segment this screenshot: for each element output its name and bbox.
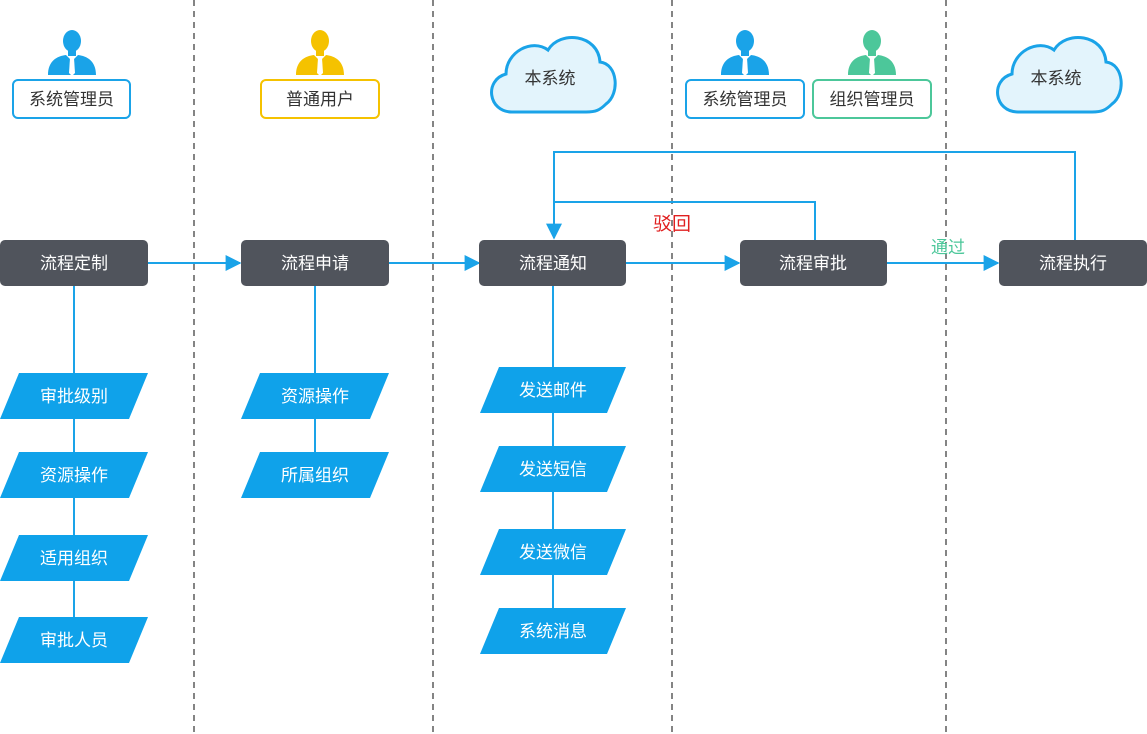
role-label: 普通用户 <box>286 90 354 110</box>
cloud-icon <box>490 36 617 114</box>
item-label: 审批级别 <box>40 387 108 407</box>
role-label-box <box>812 79 932 119</box>
process-define: 流程定制 <box>0 240 148 286</box>
execute-loop-line <box>546 151 1076 240</box>
define-item-approvers: 审批人员 <box>0 617 148 663</box>
cloud-system-2: 本系统 <box>996 36 1123 114</box>
item-label: 资源操作 <box>40 466 108 486</box>
role-label-box <box>685 79 805 119</box>
reject-loop-line <box>554 201 816 240</box>
process-apply: 流程申请 <box>241 240 389 286</box>
role-label: 组织管理员 <box>830 90 915 110</box>
item-label: 发送短信 <box>519 460 587 480</box>
role-sys-admin-1: 系统管理员 <box>12 30 131 119</box>
notify-item-email: 发送邮件 <box>480 367 626 413</box>
role-sys-admin-2: 系统管理员 <box>685 30 805 119</box>
process-notify: 流程通知 <box>479 240 626 286</box>
process-label: 流程执行 <box>1039 254 1107 274</box>
role-label: 系统管理员 <box>29 90 114 110</box>
item-label: 审批人员 <box>40 631 108 651</box>
define-item-approval-level: 审批级别 <box>0 373 148 419</box>
role-normal-user: 普通用户 <box>260 30 380 119</box>
define-item-resource-operation: 资源操作 <box>0 452 148 498</box>
role-label-box <box>260 79 380 119</box>
item-label: 所属组织 <box>281 466 349 486</box>
person-icon <box>48 30 96 76</box>
cloud-system-1: 本系统 <box>490 36 617 114</box>
apply-item-resource-operation: 资源操作 <box>241 373 389 419</box>
cloud-label: 本系统 <box>525 69 576 89</box>
notify-item-system-message: 系统消息 <box>480 608 626 654</box>
role-label-box <box>12 79 131 119</box>
role-label: 系统管理员 <box>703 90 788 110</box>
process-label: 流程审批 <box>779 254 847 274</box>
define-item-applicable-org: 适用组织 <box>0 535 148 581</box>
process-approve: 流程审批 <box>740 240 887 286</box>
apply-item-owner-org: 所属组织 <box>241 452 389 498</box>
process-label: 流程通知 <box>519 254 587 274</box>
process-label: 流程定制 <box>40 254 108 274</box>
process-label: 流程申请 <box>281 254 349 274</box>
process-execute: 流程执行 <box>999 240 1147 286</box>
person-icon <box>721 30 769 76</box>
cloud-icon <box>996 36 1123 114</box>
role-org-admin: 组织管理员 <box>812 30 932 119</box>
cloud-label: 本系统 <box>1031 69 1082 89</box>
pass-label: 通过 <box>931 238 965 258</box>
item-label: 适用组织 <box>40 549 108 569</box>
item-label: 资源操作 <box>281 387 349 407</box>
item-label: 发送邮件 <box>519 381 587 401</box>
item-label: 发送微信 <box>519 543 587 563</box>
person-icon <box>848 30 896 76</box>
notify-item-wechat: 发送微信 <box>480 529 626 575</box>
item-label: 系统消息 <box>519 622 587 642</box>
reject-label: 驳回 <box>653 213 691 235</box>
person-icon <box>296 30 344 76</box>
notify-item-sms: 发送短信 <box>480 446 626 492</box>
